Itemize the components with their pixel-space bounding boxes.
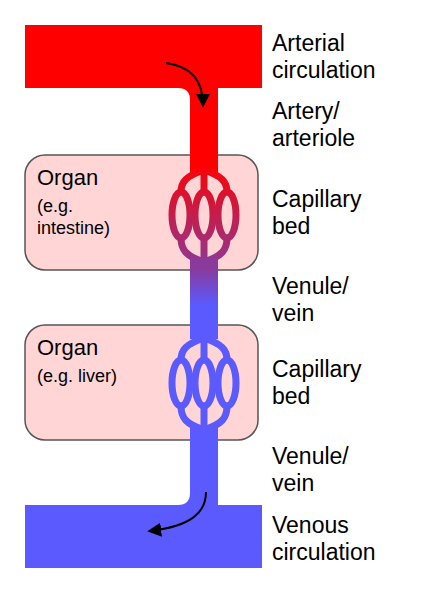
flow-arrow (166, 63, 203, 105)
organ-name: Organ (37, 335, 246, 361)
organ-outline (25, 155, 258, 270)
vessel-label: Arterial circulation (272, 30, 412, 84)
venule (190, 258, 218, 272)
arterial-bar (25, 25, 262, 88)
organ-box: Organ (e.g. liver) (25, 325, 258, 440)
vein-fillet (178, 493, 190, 505)
capillary-bed (172, 338, 236, 430)
vein-connector (190, 270, 218, 325)
organ-example: (e.g. intestine) (37, 195, 149, 239)
venous-bar (25, 505, 262, 568)
organ-name: Organ (37, 165, 246, 191)
vessel-label: Venule/ vein (272, 443, 377, 497)
vessel-label: Venous circulation (272, 512, 412, 566)
vessel-label: Artery/ arteriole (272, 98, 387, 152)
organ-outline (25, 325, 258, 440)
flow-arrow (150, 492, 206, 531)
organ-example: (e.g. liver) (37, 365, 149, 387)
organ-box: Organ (e.g. intestine) (25, 155, 258, 270)
vessel-label: Capillary bed (272, 186, 392, 240)
capillary-bed (172, 170, 236, 262)
vessel-label: Capillary bed (272, 356, 392, 410)
vessel-label: Venule/ vein (272, 273, 377, 327)
artery-fillet (178, 88, 190, 100)
